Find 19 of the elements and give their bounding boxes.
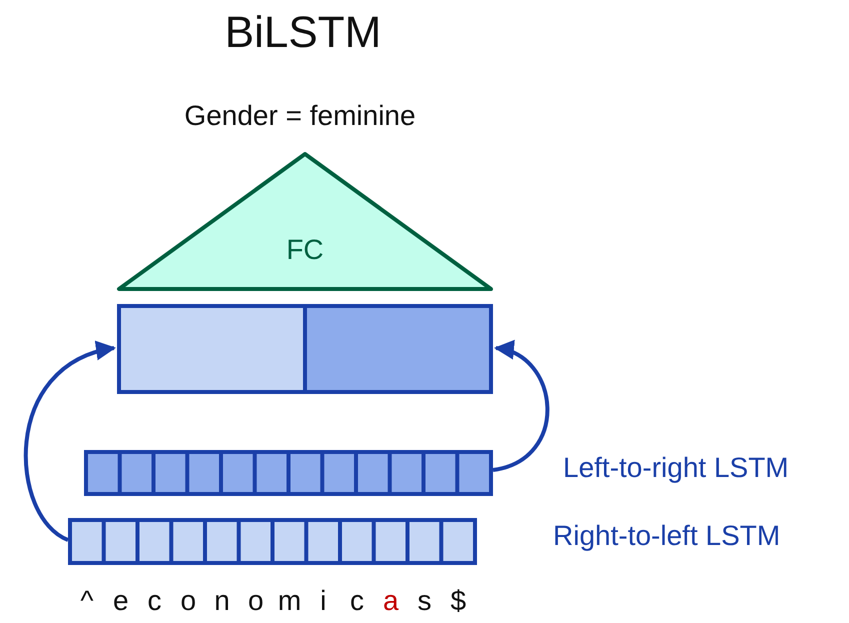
input-character: o	[246, 585, 265, 617]
input-character: o	[179, 585, 198, 617]
input-character: i	[319, 585, 328, 617]
layer-caption: Right-to-left LSTM	[553, 520, 780, 552]
input-character: c	[349, 585, 365, 617]
input-character: $	[449, 585, 468, 617]
layer-caption: Left-to-right LSTM	[563, 452, 789, 484]
input-character: n	[213, 585, 231, 617]
diagram-title: BiLSTM	[224, 8, 382, 58]
output-label: Gender = feminine	[183, 100, 417, 132]
layer-label: FC	[285, 234, 325, 266]
arrow	[492, 342, 550, 472]
input-character: e	[112, 585, 130, 617]
input-character: c	[146, 585, 162, 617]
input-character: m	[276, 585, 302, 617]
input-character: a	[382, 585, 400, 617]
input-character: s	[416, 585, 432, 617]
arrow	[24, 342, 116, 542]
input-character: ^	[79, 585, 95, 617]
